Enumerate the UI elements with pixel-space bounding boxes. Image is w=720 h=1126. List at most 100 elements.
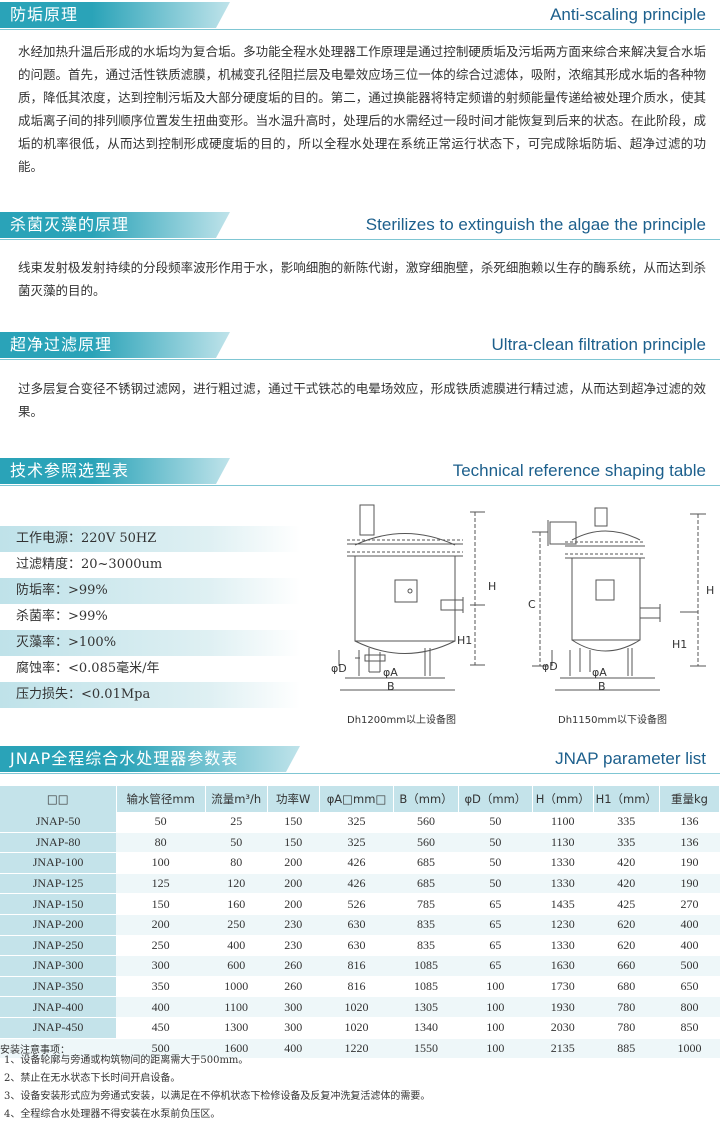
cell: 780 [593, 1017, 660, 1039]
cell: 400 [116, 996, 206, 1018]
cell: 1085 [393, 955, 459, 977]
cell: 50 [458, 832, 533, 854]
cell: 250 [205, 914, 268, 936]
cell: 650 [659, 976, 720, 998]
cell-model: JNAP-100 [0, 852, 117, 874]
equipment-diagram-large: H H1 φD φA B Dh1200mm以上设备图 [325, 500, 500, 726]
sterilize-text: 线束发射极发射持续的分段频率波形作用于水，影响细胞的新陈代谢，激穿细胞壁，杀死细… [18, 260, 706, 298]
col-header-flow: 流量m³/h [205, 786, 268, 812]
section-title-en: Technical reference shaping table [452, 461, 706, 480]
parameter-table: □□ 输水管径mm 流量m³/h 功率W φA□mm□ B（mm） φD（mm）… [0, 786, 720, 1060]
cell: 190 [659, 852, 720, 874]
cell-model: JNAP-125 [0, 873, 117, 895]
cell-model: JNAP-350 [0, 976, 117, 998]
cell: 560 [393, 832, 459, 854]
note-item: 2、禁止在无水状态下长时间开启设备。 [4, 1073, 181, 1084]
note-item: 1、设备轮廓与旁通或构筑物间的距离需大于500mm。 [4, 1055, 249, 1066]
cell: 50 [458, 873, 533, 895]
cell: 1020 [319, 996, 394, 1018]
cell: 426 [319, 852, 394, 874]
cell: 1000 [205, 976, 268, 998]
cell: 816 [319, 976, 394, 998]
installation-notes: 1、设备轮廓与旁通或构筑物间的距离需大于500mm。 2、禁止在无水状态下长时间… [4, 1052, 430, 1124]
spec-algae-rate: 灭藻率：>100% [0, 630, 300, 656]
cell: 400 [659, 935, 720, 957]
note-item: 3、设备安装形式应为旁通式安装，以满足在不停机状态下检修设备及反复冲洗复活滤体的… [4, 1091, 431, 1102]
spec-sterilize-rate: 杀菌率：>99% [0, 604, 300, 630]
cell: 420 [593, 852, 660, 874]
dim-label-h1: H1 [457, 634, 473, 647]
cell: 50 [205, 832, 268, 854]
cell: 426 [319, 873, 394, 895]
cell: 1000 [659, 1038, 720, 1060]
cell: 1330 [532, 873, 594, 895]
cell: 325 [319, 812, 394, 833]
cell: 65 [458, 955, 533, 977]
cell: 1730 [532, 976, 594, 998]
dim-label-h1: H1 [672, 638, 688, 651]
dim-label-a: φA [592, 666, 607, 679]
cell: 685 [393, 873, 459, 895]
header-bar [0, 332, 230, 358]
cell: 350 [116, 976, 206, 998]
cell: 400 [267, 1038, 320, 1060]
cell: 660 [593, 955, 660, 977]
header-bar [0, 212, 230, 238]
equipment-diagram-small: H C H1 φD φA B Dh1150mm以下设备图 [520, 500, 720, 726]
cell: 780 [593, 996, 660, 1018]
section-header-params: JNAP全程综合水处理器参数表 JNAP parameter list [0, 746, 720, 774]
spec-anti-scale-rate: 防垢率：>99% [0, 578, 300, 604]
section-title: 防垢原理 [10, 5, 79, 24]
diagram-caption: Dh1150mm以下设备图 [558, 715, 667, 726]
cell: 500 [659, 955, 720, 977]
cell: 420 [593, 873, 660, 895]
cell: 400 [659, 914, 720, 936]
cell: 260 [267, 955, 320, 977]
col-header-h: H（mm） [532, 786, 594, 812]
cell: 150 [267, 832, 320, 854]
cell: 65 [458, 935, 533, 957]
spec-precision: 过滤精度：20~3000um [0, 552, 300, 578]
cell: 816 [319, 955, 394, 977]
cell: 250 [116, 935, 206, 957]
cell: 100 [458, 996, 533, 1018]
section-title: 杀菌灭藻的原理 [10, 215, 130, 234]
cell: 680 [593, 976, 660, 998]
col-header-pipe: 输水管径mm [116, 786, 206, 812]
dim-label-h: H [706, 584, 715, 597]
cell: 150 [116, 893, 206, 915]
section-title: 超净过滤原理 [10, 335, 113, 354]
cell: 50 [116, 812, 206, 833]
cell: 620 [593, 935, 660, 957]
section-title-en: Anti-scaling principle [550, 5, 706, 24]
cell: 300 [116, 955, 206, 977]
cell: 1230 [532, 914, 594, 936]
section-title-en: JNAP parameter list [555, 749, 706, 768]
section-title: JNAP全程综合水处理器参数表 [10, 749, 239, 768]
note-item: 4、全程综合水处理器不得安装在水泵前负压区。 [4, 1109, 221, 1120]
cell: 1220 [319, 1038, 394, 1060]
cell-model: JNAP-80 [0, 832, 117, 854]
cell: 50 [458, 812, 533, 833]
cell: 450 [116, 1017, 206, 1039]
cell: 1100 [532, 812, 594, 833]
dim-label-b: B [598, 680, 606, 693]
cell: 200 [267, 852, 320, 874]
cell: 785 [393, 893, 459, 915]
cell-model: JNAP-200 [0, 914, 117, 936]
section-header-sterilize: 杀菌灭藻的原理 Sterilizes to extinguish the alg… [0, 212, 720, 240]
anti-scaling-text: 水经加热升温后形成的水垢均为复合垢。多功能全程水处理器工作原理是通过控制硬质垢及… [18, 44, 706, 174]
col-header-model: □□ [0, 786, 117, 812]
cell: 65 [458, 893, 533, 915]
cell-model: JNAP-300 [0, 955, 117, 977]
cell: 136 [659, 812, 720, 833]
cell-model: JNAP-250 [0, 935, 117, 957]
